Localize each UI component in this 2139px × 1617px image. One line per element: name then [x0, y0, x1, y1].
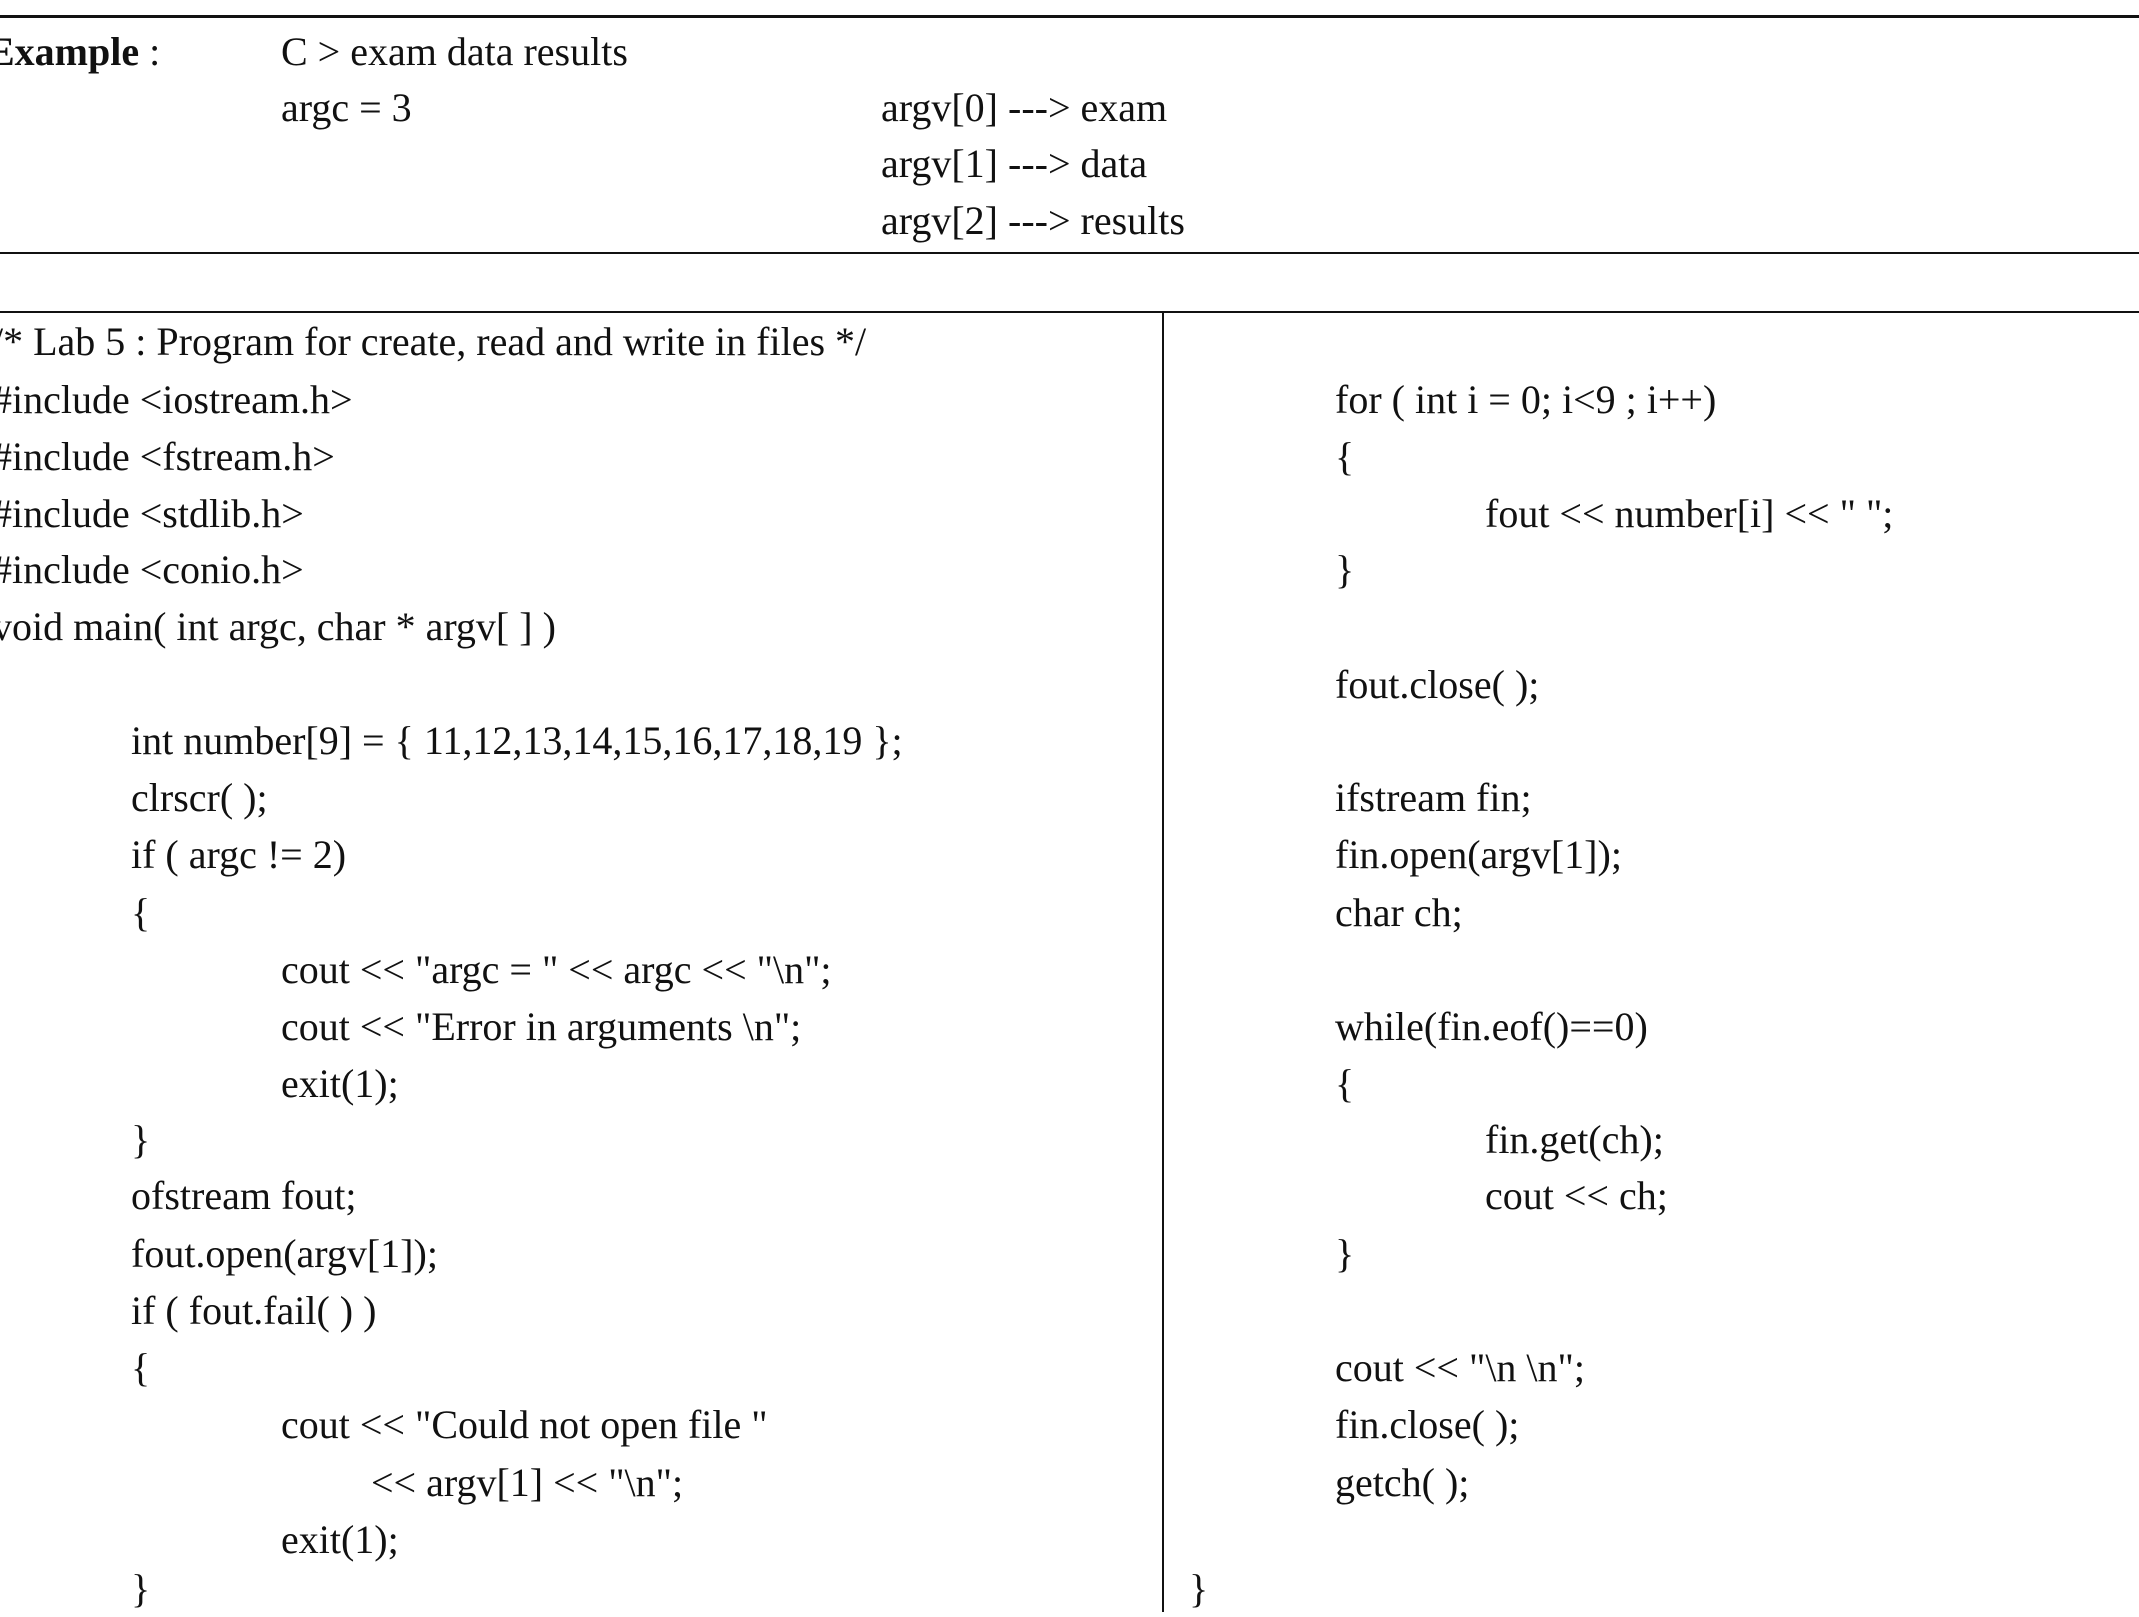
code-line: if ( fout.fail( ) ): [131, 1288, 377, 1333]
code-line: if ( argc != 2): [131, 832, 347, 877]
code-line: cout << "Could not open file ": [281, 1402, 768, 1447]
code-line: fin.get(ch);: [1485, 1117, 1664, 1162]
example-argv-1: argv[1] ---> data: [881, 141, 1148, 186]
code-line: }: [1189, 1566, 1209, 1611]
code-line: fin.open(argv[1]);: [1335, 832, 1622, 877]
code-line: cout << ch;: [1485, 1173, 1668, 1218]
code-line: fout.open(argv[1]);: [131, 1231, 438, 1276]
code-line: {: [1335, 434, 1355, 479]
code-line: #include <fstream.h>: [0, 434, 335, 479]
code-line: #include <iostream.h>: [0, 377, 353, 422]
example-command: C > exam data results: [281, 29, 628, 74]
code-column-divider: [1162, 312, 1164, 1612]
code-line: }: [131, 1117, 151, 1162]
example-argv-2: argv[2] ---> results: [881, 198, 1185, 243]
code-line: }: [1335, 1231, 1355, 1276]
code-line: for ( int i = 0; i<9 ; i++): [1335, 377, 1717, 422]
code-line: while(fin.eof()==0): [1335, 1004, 1648, 1049]
code-line: cout << "\n \n";: [1335, 1345, 1585, 1390]
code-line: << argv[1] << "\n";: [371, 1460, 684, 1505]
example-argv-0: argv[0] ---> exam: [881, 85, 1168, 130]
code-line: cout << "Error in arguments \n";: [281, 1004, 802, 1049]
code-line: void main( int argc, char * argv[ ] ): [0, 604, 556, 649]
code-table-top-rule: [0, 311, 2139, 313]
code-line: exit(1);: [281, 1061, 399, 1106]
code-line: #include <stdlib.h>: [0, 491, 304, 536]
code-line: cout << "argc = " << argc << "\n";: [281, 947, 832, 992]
code-line: }: [131, 1566, 151, 1611]
code-line: /* Lab 5 : Program for create, read and …: [0, 319, 867, 364]
code-line: int number[9] = { 11,12,13,14,15,16,17,1…: [131, 718, 903, 763]
top-rule: [0, 15, 2139, 18]
example-bottom-rule: [0, 252, 2139, 254]
code-line: getch( );: [1335, 1460, 1470, 1505]
code-line: {: [131, 1345, 151, 1390]
code-line: {: [1335, 1061, 1355, 1106]
code-line: char ch;: [1335, 890, 1463, 935]
code-line: fout << number[i] << " ";: [1485, 491, 1894, 536]
code-line: ofstream fout;: [131, 1173, 357, 1218]
code-line: ifstream fin;: [1335, 775, 1532, 820]
code-line: clrscr( );: [131, 775, 268, 820]
example-label: Example :: [0, 29, 161, 74]
code-line: fin.close( );: [1335, 1402, 1520, 1447]
code-line: #include <conio.h>: [0, 547, 304, 592]
code-line: exit(1);: [281, 1517, 399, 1562]
example-argc: argc = 3: [281, 85, 412, 130]
code-line: {: [131, 890, 151, 935]
code-line: }: [1335, 547, 1355, 592]
code-line: fout.close( );: [1335, 662, 1540, 707]
